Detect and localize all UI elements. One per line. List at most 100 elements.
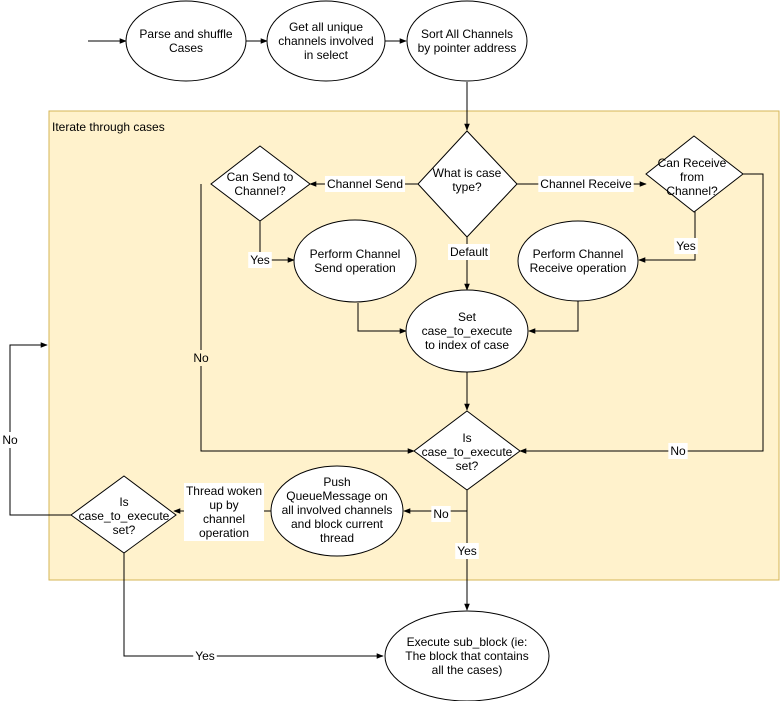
is-set-1-label-line-3: set? (456, 459, 479, 473)
label-channel-receive: Channel Receive (538, 176, 634, 192)
label-channel-send-line-1: Channel Send (327, 177, 403, 191)
execute-subblock-label-line-2: The block that contains (405, 649, 528, 663)
label-send-no-background (191, 350, 211, 366)
parse-cases-label-line-1: Parse and shuffle (139, 27, 233, 41)
edge-can-send-no (200, 184, 415, 454)
label-receive-no-line-1: No (670, 444, 686, 458)
set-case-label-line-1: Set (458, 310, 477, 324)
label-thread-woken-background (183, 483, 265, 541)
label-set1-no-line-1: No (433, 507, 449, 521)
label-default-line-1: Default (450, 245, 489, 259)
set-case-label-line-2: case_to_execute (422, 324, 513, 338)
edge-receive-op-to-set (528, 301, 579, 334)
is-set-decision-1 (413, 410, 521, 491)
label-thread-woken-line-1: Thread woken (186, 484, 262, 498)
send-operation-label-line-1: Perform Channel (310, 247, 401, 261)
edge-can-receive-no (519, 173, 764, 454)
send-operation-node (293, 219, 417, 303)
set-case-node (405, 289, 529, 373)
can-receive-label-line-1: Can Receive (658, 156, 727, 170)
label-default: Default (447, 244, 491, 260)
case-type-label-line-2: type? (452, 180, 482, 194)
send-operation-label-line-2: Send operation (314, 261, 395, 275)
edge-send-op-to-set (357, 303, 407, 334)
label-receive-no: No (668, 443, 688, 459)
label-loop-no-background (0, 432, 20, 448)
push-queue-label-line-4: and block current (291, 517, 384, 531)
label-channel-send: Channel Send (324, 176, 406, 192)
label-set1-yes-line-1: Yes (457, 544, 477, 558)
can-receive-decision (645, 135, 744, 213)
label-channel-send-background (324, 176, 406, 192)
label-thread-woken-line-4: operation (199, 526, 249, 540)
unique-channels-label-line-2: channels involved (278, 34, 373, 48)
receive-operation-label-line-1: Perform Channel (533, 247, 624, 261)
edge-is-set-2-yes (123, 552, 384, 659)
push-queue-label-line-1: Push (323, 475, 350, 489)
parse-cases-label-line-2: Cases (169, 41, 203, 55)
label-receive-yes-line-1: Yes (676, 239, 696, 253)
sort-channels-node (406, 0, 528, 82)
label-set2-yes-background (193, 648, 217, 664)
receive-operation-label-line-2: Receive operation (530, 261, 627, 275)
unique-channels-node (266, 0, 386, 82)
label-thread-woken-line-3: channel (203, 512, 245, 526)
case-type-decision (417, 130, 518, 238)
execute-subblock-node (384, 610, 550, 701)
can-send-label-line-1: Can Send to (227, 170, 294, 184)
label-send-yes: Yes (248, 252, 272, 268)
label-set1-yes-background (455, 543, 479, 559)
push-queue-node (270, 465, 404, 557)
label-set2-yes: Yes (193, 648, 217, 664)
receive-operation-node (517, 220, 639, 302)
set-case-label-line-3: to index of case (425, 338, 509, 352)
unique-channels-label-line-1: Get all unique (289, 20, 363, 34)
label-default-background (447, 244, 491, 260)
label-send-no-line-1: No (193, 351, 209, 365)
label-receive-yes: Yes (674, 238, 698, 254)
label-set1-no-background (431, 506, 451, 522)
group-label: Iterate through cases (52, 120, 165, 134)
push-queue-label-line-3: all involved channels (282, 503, 393, 517)
push-queue-label-line-2: QueueMessage on (286, 489, 387, 503)
sort-channels-label-line-2: by pointer address (418, 41, 517, 55)
case-type-label-line-1: What is case (433, 166, 502, 180)
label-set2-yes-line-1: Yes (195, 649, 215, 663)
can-send-decision (210, 145, 311, 222)
execute-subblock-label-line-3: all the cases) (432, 663, 503, 677)
unique-channels-label-line-3: in select (304, 48, 349, 62)
label-loop-no-line-1: No (2, 433, 18, 447)
edge-is-set-2-loop-no (9, 342, 71, 516)
label-thread-woken-line-2: up by (209, 498, 238, 512)
is-set-1-label-line-2: case_to_execute (422, 445, 513, 459)
label-receive-yes-background (674, 238, 698, 254)
sort-channels-label-line-1: Sort All Channels (421, 27, 513, 41)
label-channel-receive-line-1: Channel Receive (540, 177, 632, 191)
is-set-2-label-line-1: Is (119, 495, 128, 509)
can-receive-label-line-2: from (680, 170, 704, 184)
label-set1-no: No (431, 506, 451, 522)
can-receive-label-line-3: Channel? (666, 184, 718, 198)
execute-subblock-label-line-1: Execute sub_block (ie: (407, 635, 528, 649)
push-queue-label-line-5: thread (320, 531, 354, 545)
label-send-no: No (191, 350, 211, 366)
label-loop-no: No (0, 432, 20, 448)
execute-subblock-label: Execute sub_block (ie:The block that con… (405, 635, 528, 677)
is-set-2-label-line-2: case_to_execute (79, 509, 170, 523)
label-send-yes-background (248, 252, 272, 268)
parse-cases-node (125, 0, 247, 82)
label-set1-yes: Yes (455, 543, 479, 559)
